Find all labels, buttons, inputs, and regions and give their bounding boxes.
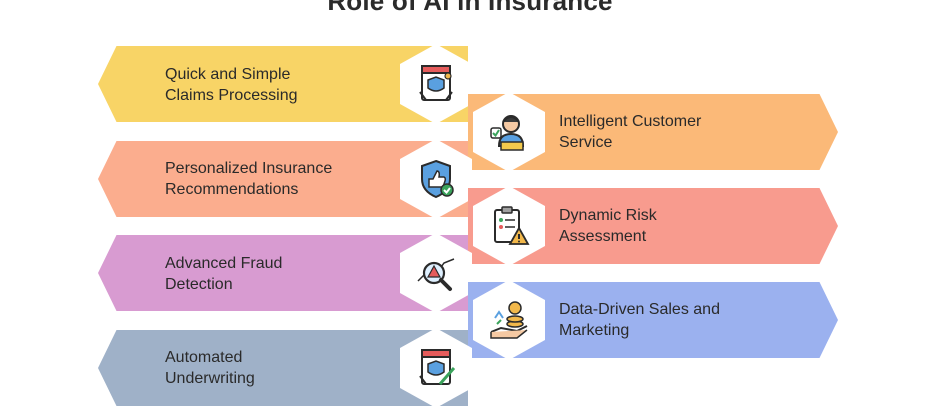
label-fraud-detection: Advanced Fraud Detection	[165, 255, 283, 293]
label-personalized-recommendations: Personalized Insurance Recommendations	[165, 160, 333, 198]
diagram-title: Role of AI in Insurance	[327, 0, 613, 16]
label-sales-marketing: Data-Driven Sales and Marketing	[559, 301, 720, 339]
contract-pen-icon	[400, 328, 472, 408]
label-customer-service: Intelligent Customer Service	[559, 113, 702, 151]
label-risk-assessment: Dynamic Risk Assessment	[559, 207, 657, 245]
label-claims-processing: Quick and Simple Claims Processing	[165, 66, 298, 104]
label-underwriting: Automated Underwriting	[165, 349, 255, 387]
hand-coins-icon	[473, 280, 545, 360]
